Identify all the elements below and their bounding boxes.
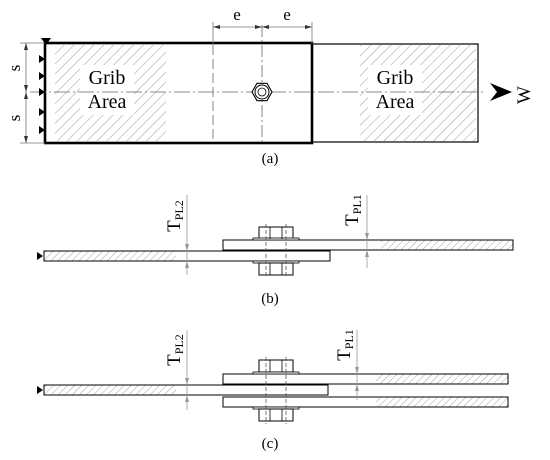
- e-arrow-2: [255, 25, 262, 29]
- b-tpl2-label: TPL2: [164, 200, 186, 232]
- b-tpl2-arrow-bottom: [185, 261, 189, 268]
- e-arrow-1: [213, 25, 220, 29]
- b-grip-hatch-left: [44, 251, 176, 261]
- support-marker-5: [39, 108, 45, 116]
- fixed-support-markers: [39, 38, 51, 134]
- e-arrow-4: [305, 25, 312, 29]
- c-splice-plate-upper: [222, 373, 509, 385]
- c-tpl2-label: TPL2: [164, 334, 186, 366]
- caption-a: (a): [262, 151, 279, 167]
- b-plate-upper: [222, 239, 514, 251]
- b-bolt-nut: [258, 262, 294, 276]
- b-tpl1-arrow-bottom: [365, 250, 369, 257]
- support-marker-2: [39, 55, 45, 63]
- b-bolt-washer-top: [252, 237, 300, 241]
- c-splice-plate-lower: [222, 396, 509, 408]
- b-tpl2-label-base: T: [164, 220, 185, 232]
- c-tpl2-arrow-bottom: [185, 395, 189, 402]
- b-fixed-support-marker: [37, 252, 43, 260]
- b-tpl1-label-base: T: [342, 214, 363, 226]
- load-arrow-head: [490, 83, 512, 101]
- s-arrow-3: [24, 92, 28, 99]
- b-tpl1-arrow-top: [365, 233, 369, 240]
- load-label-w: W: [514, 86, 535, 104]
- b-tpl2-label-sub: PL2: [172, 200, 186, 220]
- b-tpl1-label-sub: PL1: [350, 194, 364, 214]
- b-tpl2-arrow-top: [185, 244, 189, 251]
- c-grip-hatch-left: [44, 385, 176, 395]
- view-c-double-lap-side-view: TPL2 TPL1 (c): [37, 329, 509, 452]
- c-bolt-washer-top: [252, 371, 300, 375]
- s-arrow-4: [24, 136, 28, 143]
- c-tpl1-arrow-top: [355, 367, 359, 374]
- s-label-bottom: s: [5, 115, 24, 122]
- c-tpl1-label: TPL1: [334, 329, 356, 361]
- c-bolt-head: [258, 359, 294, 373]
- support-marker-3: [39, 72, 45, 80]
- support-marker-6: [39, 126, 45, 134]
- c-center-plate: [43, 384, 329, 396]
- s-arrow-1: [24, 43, 28, 50]
- c-tpl1-arrow-bottom: [355, 384, 359, 391]
- caption-c: (c): [262, 436, 279, 452]
- bolt-shank-outer: [254, 84, 270, 100]
- grip-label-left-line-2: Area: [88, 91, 127, 113]
- support-marker-4: [39, 88, 45, 96]
- c-tpl1-label-sub: PL1: [342, 329, 356, 349]
- bolt-head-top-view: [251, 82, 273, 102]
- c-grip-hatch-right-lower: [376, 397, 508, 407]
- c-tpl2-arrow-top: [185, 378, 189, 385]
- view-a-top-view: e e s s Grib Area Grib Area: [5, 5, 535, 167]
- e-label-left: e: [233, 5, 241, 24]
- c-bolt-nut: [258, 408, 294, 422]
- grip-label-right-line-1: Grib: [377, 67, 414, 89]
- e-label-right: e: [283, 5, 291, 24]
- c-tpl2-label-sub: PL2: [172, 334, 186, 354]
- caption-b: (b): [261, 291, 279, 307]
- c-tpl2-label-base: T: [164, 354, 185, 366]
- grip-label-right-line-2: Area: [376, 91, 415, 113]
- support-marker-1: [41, 38, 51, 45]
- b-bolt-head: [258, 226, 294, 240]
- e-arrow-3: [262, 25, 269, 29]
- grip-label-right-background: [368, 65, 422, 115]
- grip-label-left-background: [80, 65, 134, 115]
- s-arrow-2: [24, 85, 28, 92]
- c-fixed-support-marker: [37, 386, 43, 394]
- view-b-single-lap-side-view: TPL2 TPL1 (b): [37, 194, 514, 307]
- c-tpl1-label-base: T: [334, 349, 355, 361]
- c-grip-hatch-right-upper: [376, 374, 508, 384]
- bolt-shank-inner: [257, 87, 267, 97]
- b-tpl1-label: TPL1: [342, 194, 364, 226]
- b-grip-hatch-right: [381, 240, 513, 250]
- grip-label-left-line-1: Grib: [89, 67, 126, 89]
- s-label-top: s: [5, 65, 24, 72]
- left-plate-outline: [43, 41, 314, 145]
